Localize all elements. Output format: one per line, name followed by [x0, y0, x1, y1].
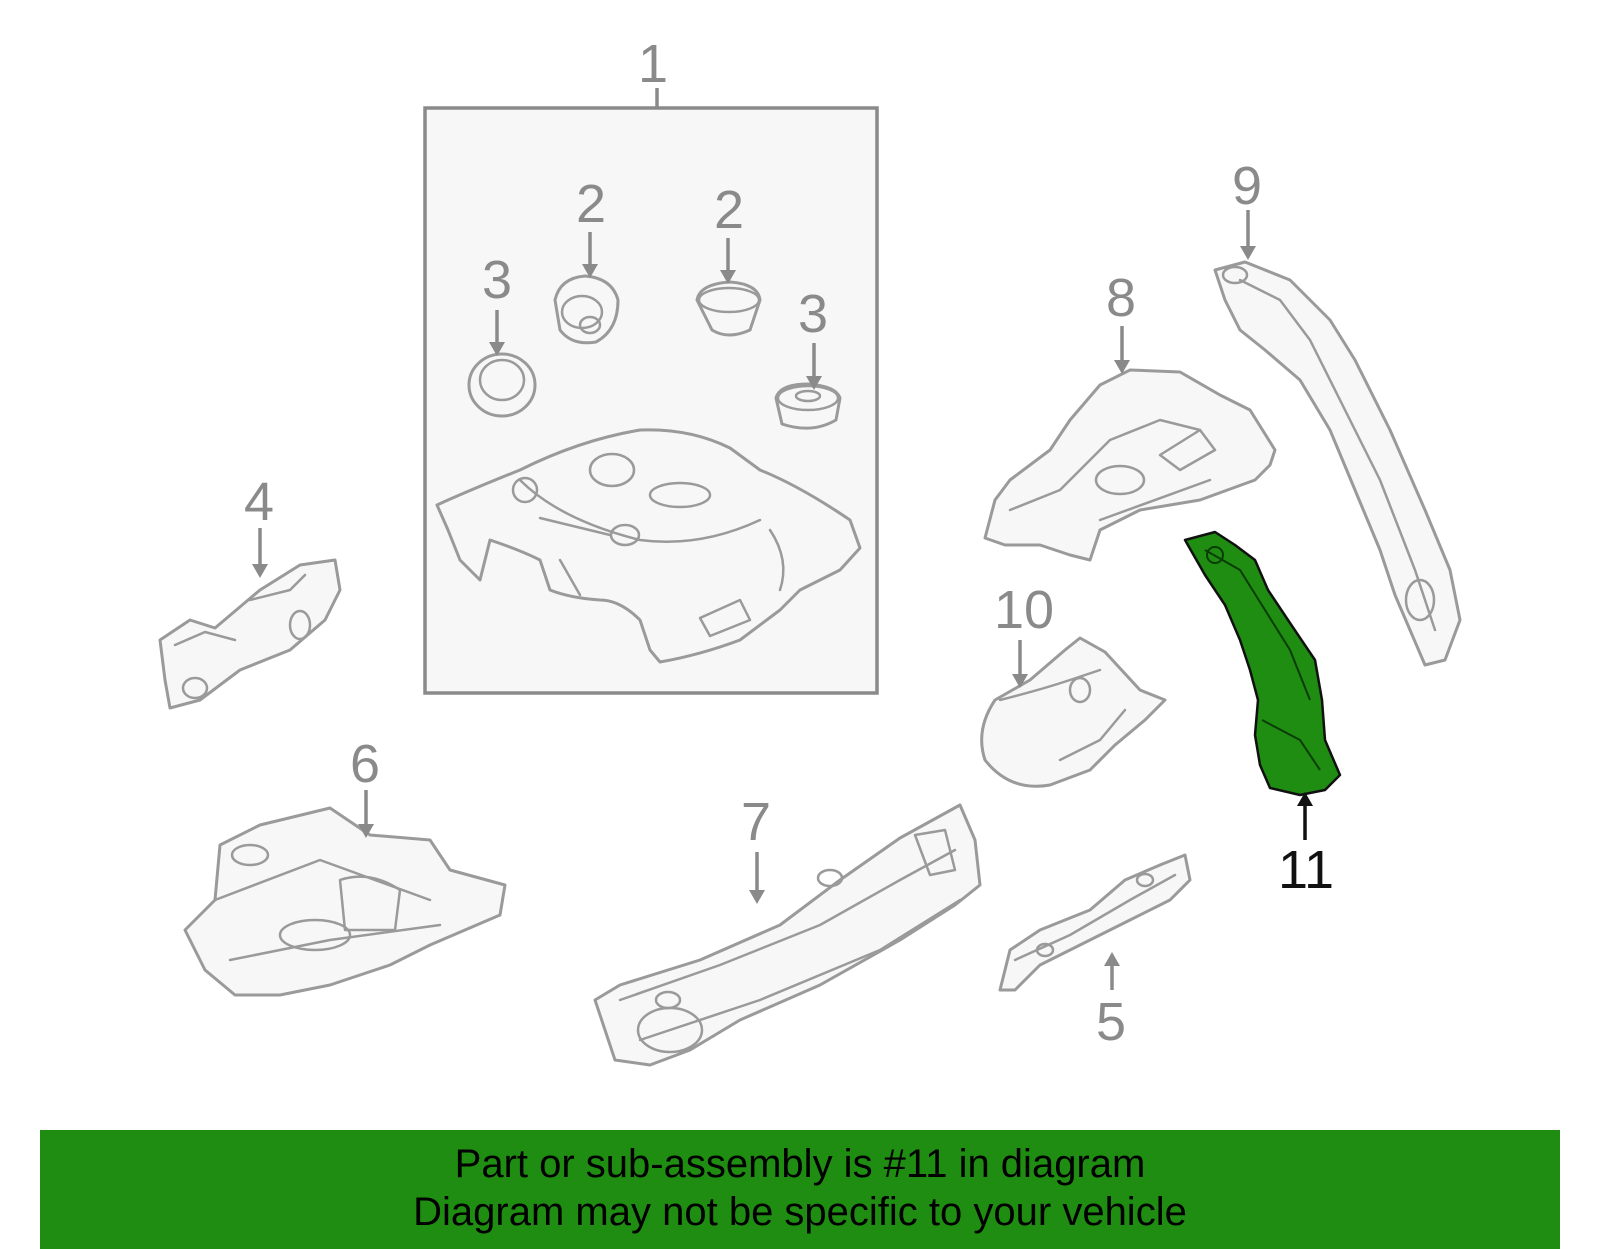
banner-line-1: Part or sub-assembly is #11 in diagram [454, 1142, 1146, 1186]
part-4-bracket[interactable] [158, 558, 342, 710]
part-3-plug-a[interactable] [467, 352, 537, 418]
callout-8[interactable]: 8 [1106, 268, 1136, 328]
callout-5[interactable]: 5 [1096, 992, 1126, 1052]
part-6-floor-section[interactable] [183, 806, 507, 997]
info-banner: Part or sub-assembly is #11 in diagram D… [40, 1130, 1560, 1249]
part-5-bracket[interactable] [998, 853, 1192, 992]
part-3-plug-b[interactable] [774, 382, 842, 430]
banner-line-2: Diagram may not be specific to your vehi… [413, 1190, 1187, 1234]
callout-3b[interactable]: 3 [798, 284, 828, 344]
part-7-rail[interactable] [593, 803, 982, 1067]
part-8-wheelhouse[interactable] [983, 368, 1277, 562]
callout-7[interactable]: 7 [741, 792, 771, 852]
callout-1[interactable]: 1 [638, 34, 668, 94]
callout-2a[interactable]: 2 [576, 174, 606, 234]
part-2-grommet-a[interactable] [553, 274, 620, 345]
part-9-rail[interactable] [1213, 260, 1462, 667]
callout-2b[interactable]: 2 [714, 180, 744, 240]
callout-4[interactable]: 4 [244, 472, 274, 532]
callout-6[interactable]: 6 [350, 734, 380, 794]
callout-10[interactable]: 10 [994, 580, 1054, 640]
callout-9[interactable]: 9 [1232, 156, 1262, 216]
part-10-shield[interactable] [980, 636, 1167, 788]
part-2-grommet-b[interactable] [695, 280, 762, 337]
part-11-highlighted[interactable] [1183, 530, 1342, 797]
part-1-floor-panel[interactable] [435, 428, 862, 664]
callout-11[interactable]: 11 [1278, 840, 1334, 900]
callout-3a[interactable]: 3 [482, 250, 512, 310]
